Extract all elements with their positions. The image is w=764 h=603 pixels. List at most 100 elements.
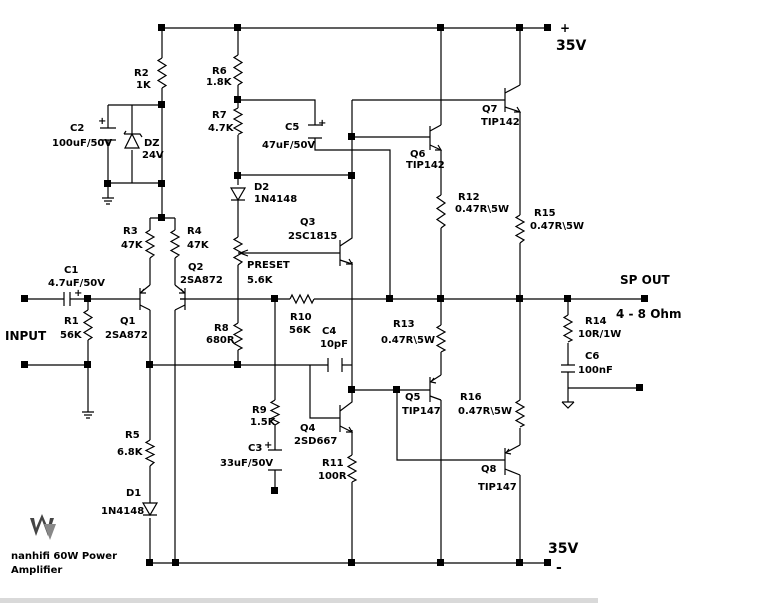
q6-ref: Q6 bbox=[410, 149, 426, 160]
q6-transistor bbox=[429, 124, 443, 151]
q5-val: TIP147 bbox=[402, 406, 441, 417]
r12-ref: R12 bbox=[458, 192, 480, 203]
r12-resistor bbox=[435, 194, 447, 229]
load-label: 4 - 8 Ohm bbox=[616, 307, 681, 321]
d2-diode bbox=[229, 187, 247, 202]
q8-val: TIP147 bbox=[478, 482, 517, 493]
pos-supply-sign: + bbox=[560, 21, 570, 35]
c1-capacitor: + bbox=[63, 288, 82, 306]
svg-text:+: + bbox=[74, 288, 82, 299]
r2-ref: R2 bbox=[134, 68, 149, 79]
r15-resistor bbox=[514, 214, 526, 244]
q1-val: 2SA872 bbox=[105, 330, 148, 341]
input-label: INPUT bbox=[5, 329, 47, 343]
c5-val: 47uF/50V bbox=[262, 140, 315, 151]
r16-val: 0.47R\5W bbox=[458, 406, 512, 417]
r13-val: 0.47R\5W bbox=[381, 335, 435, 346]
r8-resistor bbox=[232, 322, 244, 351]
preset-val: 5.6K bbox=[247, 275, 274, 286]
q4-val: 2SD667 bbox=[294, 436, 337, 447]
r13-resistor bbox=[435, 324, 447, 353]
r1-ref: R1 bbox=[64, 316, 79, 327]
r9-resistor bbox=[269, 399, 281, 426]
resistors bbox=[82, 54, 574, 483]
dz-val: 24V bbox=[142, 150, 164, 161]
svg-text:+: + bbox=[98, 116, 106, 127]
r13-ref: R13 bbox=[393, 319, 415, 330]
r14-ref: R14 bbox=[585, 316, 607, 327]
r6-resistor bbox=[232, 54, 244, 86]
c3-val: 33uF/50V bbox=[220, 458, 273, 469]
diodes bbox=[123, 125, 247, 517]
r4-ref: R4 bbox=[187, 226, 202, 237]
dz-ref: DZ bbox=[144, 138, 160, 149]
r5-val: 6.8K bbox=[117, 447, 144, 458]
r9-val: 1.5K bbox=[250, 417, 277, 428]
dz-zener-diode bbox=[123, 125, 143, 149]
neg-supply-label: 35V bbox=[548, 541, 578, 557]
r8-ref: R8 bbox=[214, 323, 229, 334]
r7-resistor bbox=[232, 107, 244, 136]
r2-val: 1K bbox=[136, 80, 152, 91]
q7-val: TIP142 bbox=[481, 117, 520, 128]
q1-ref: Q1 bbox=[120, 316, 136, 327]
r3-ref: R3 bbox=[123, 226, 138, 237]
preset-wiper-arrow bbox=[239, 249, 249, 257]
c2-capacitor: + bbox=[98, 116, 116, 141]
r12-val: 0.47R\5W bbox=[455, 204, 509, 215]
r10-val: 56K bbox=[289, 325, 312, 336]
q4-ref: Q4 bbox=[300, 423, 316, 434]
d2-ref: D2 bbox=[254, 182, 269, 193]
r1-val: 56K bbox=[60, 330, 83, 341]
q4-transistor bbox=[339, 390, 354, 433]
labels: + 35V 35V - INPUT SP OUT 4 - 8 Ohm R2 1K… bbox=[5, 21, 681, 576]
q2-transistor bbox=[174, 284, 186, 311]
r16-resistor bbox=[514, 399, 526, 428]
c5-capacitor: + bbox=[308, 118, 326, 139]
r4-val: 47K bbox=[187, 240, 210, 251]
preset-resistor bbox=[232, 236, 244, 266]
d1-diode bbox=[141, 495, 159, 517]
c1-ref: C1 bbox=[64, 265, 78, 276]
r14-resistor bbox=[562, 314, 574, 343]
r6-val: 1.8K bbox=[206, 77, 233, 88]
q2-ref: Q2 bbox=[188, 262, 204, 273]
r14-val: 10R/1W bbox=[578, 329, 621, 340]
r5-resistor bbox=[144, 439, 156, 467]
brand-logo: nanhifi 60W Power Amplifier bbox=[11, 514, 117, 576]
c5-ref: C5 bbox=[285, 122, 299, 133]
c1-val: 4.7uF/50V bbox=[48, 278, 105, 289]
q1-transistor bbox=[139, 284, 151, 311]
q6-val: TIP142 bbox=[406, 160, 445, 171]
brand-line2: Amplifier bbox=[11, 565, 62, 576]
pos-supply-label: 35V bbox=[556, 38, 586, 54]
d2-val: 1N4148 bbox=[254, 194, 297, 205]
q5-ref: Q5 bbox=[405, 392, 421, 403]
r4-resistor bbox=[169, 229, 181, 259]
d1-ref: D1 bbox=[126, 488, 141, 499]
q7-ref: Q7 bbox=[482, 104, 498, 115]
q2-val: 2SA872 bbox=[180, 275, 223, 286]
c3-capacitor: + bbox=[264, 440, 282, 471]
r11-ref: R11 bbox=[322, 458, 344, 469]
q7-transistor bbox=[504, 84, 522, 113]
q3-val: 2SC1815 bbox=[288, 231, 337, 242]
c6-capacitor bbox=[561, 364, 575, 373]
bottom-scrollbar-strip bbox=[0, 598, 598, 603]
q8-transistor bbox=[504, 444, 521, 476]
r10-ref: R10 bbox=[290, 312, 312, 323]
r10-resistor bbox=[289, 293, 315, 305]
output-label: SP OUT bbox=[620, 273, 671, 287]
c4-ref: C4 bbox=[322, 326, 336, 337]
r15-ref: R15 bbox=[534, 208, 556, 219]
r3-val: 47K bbox=[121, 240, 144, 251]
r5-ref: R5 bbox=[125, 430, 140, 441]
c3-ref: C3 bbox=[248, 443, 262, 454]
r8-val: 680R bbox=[206, 335, 235, 346]
r7-val: 4.7K bbox=[208, 123, 235, 134]
q3-transistor bbox=[339, 228, 354, 266]
brand-line1: nanhifi 60W Power bbox=[11, 551, 117, 562]
r15-val: 0.47R\5W bbox=[530, 221, 584, 232]
c4-capacitor bbox=[327, 358, 343, 372]
